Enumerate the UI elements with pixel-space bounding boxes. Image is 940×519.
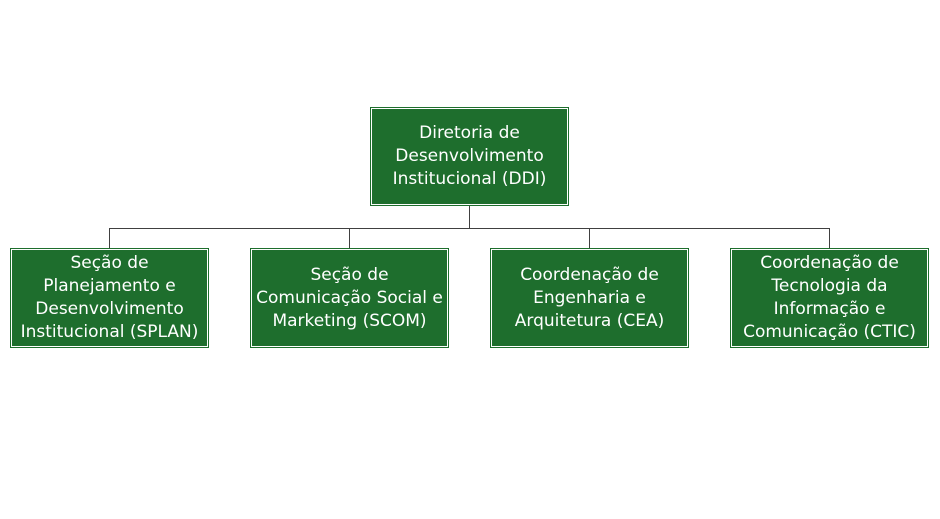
child-node-splan: Seção de Planejamento e Desenvolvimento … [10,248,209,348]
root-node-ddi: Diretoria de Desenvolvimento Institucion… [370,107,569,206]
child-node-label: Coordenação de Tecnologia da Informação … [743,253,916,342]
child-node-label: Coordenação de Engenharia e Arquitetura … [514,264,665,331]
child-node-scom: Seção de Comunicação Social e Marketing … [250,248,449,348]
child-node-label: Seção de Comunicação Social e Marketing … [256,264,443,331]
child-node-label: Seção de Planejamento e Desenvolvimento … [20,253,199,342]
child-node-ctic: Coordenação de Tecnologia da Informação … [730,248,929,348]
root-node-label: Diretoria de Desenvolvimento Institucion… [392,123,547,189]
child-node-cea: Coordenação de Engenharia e Arquitetura … [490,248,689,348]
